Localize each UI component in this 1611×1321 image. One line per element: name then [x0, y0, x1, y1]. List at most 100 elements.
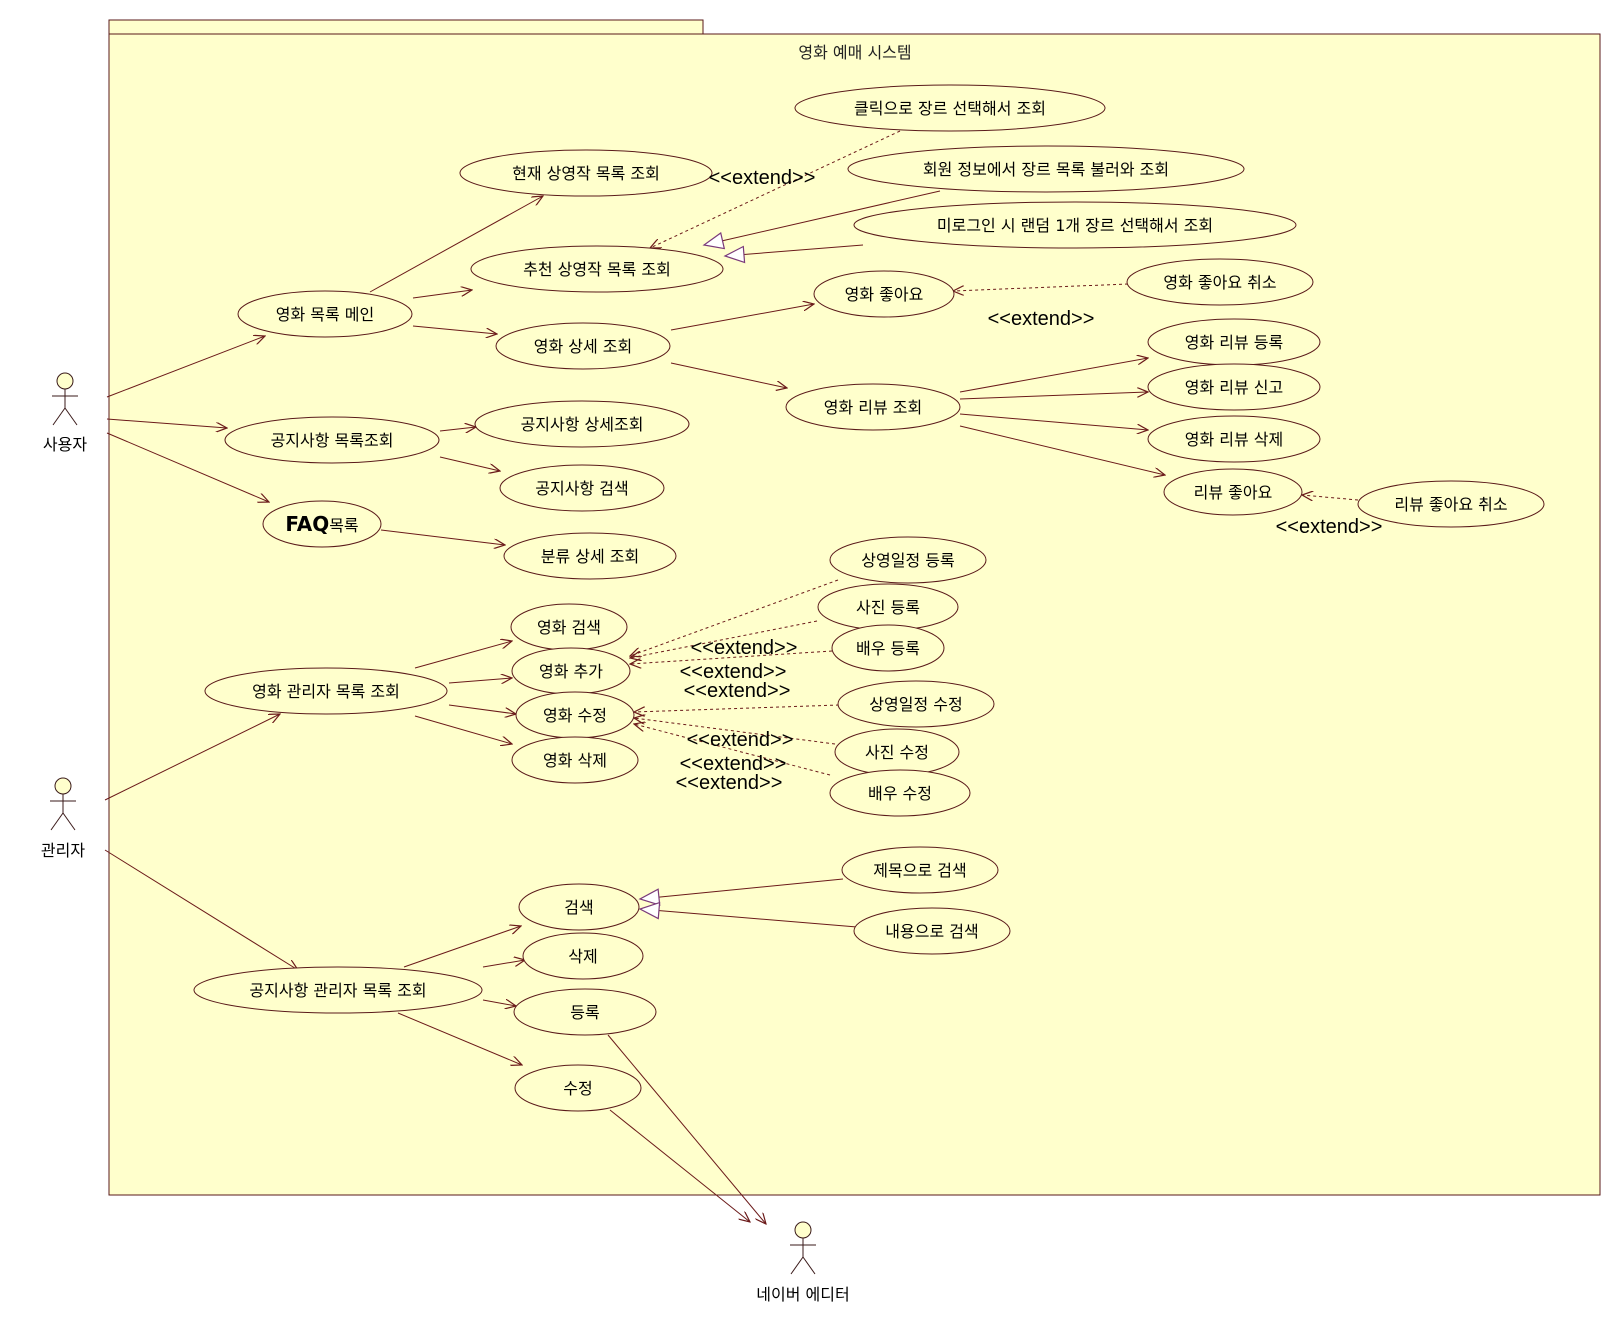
uc-schedule-edit[interactable]: 상영일정 수정	[837, 680, 995, 728]
svg-text:영화 좋아요 취소: 영화 좋아요 취소	[1163, 273, 1276, 292]
actor-head	[54, 777, 72, 795]
uc-current-list[interactable]: 현재 상영작 목록 조회	[459, 149, 713, 197]
svg-text:추천 상영작 목록 조회: 추천 상영작 목록 조회	[523, 260, 671, 279]
uc-review-view[interactable]: 영화 리뷰 조회	[785, 383, 961, 431]
svg-text:상영일정 수정: 상영일정 수정	[869, 695, 962, 714]
uc-movie-main[interactable]: 영화 목록 메인	[237, 290, 413, 338]
use-cases: 클릭으로 장르 선택해서 조회 현재 상영작 목록 조회 회원 정보에서 장르 …	[193, 84, 1545, 1112]
uc-movie-detail[interactable]: 영화 상세 조회	[495, 322, 671, 370]
associations	[104, 196, 1165, 1224]
actor-label: 사용자	[43, 435, 87, 454]
uc-member-genre[interactable]: 회원 정보에서 장르 목록 불러와 조회	[847, 145, 1245, 193]
extend-label: <<extend>>	[988, 308, 1095, 330]
uc-movie-delete[interactable]: 영화 삭제	[511, 736, 639, 784]
svg-text:등록: 등록	[570, 1003, 599, 1022]
uc-review-delete[interactable]: 영화 리뷰 삭제	[1147, 415, 1321, 463]
svg-text:공지사항 목록조회: 공지사항 목록조회	[271, 431, 394, 450]
svg-text:영화 리뷰 등록: 영화 리뷰 등록	[1185, 333, 1284, 352]
svg-text:영화 목록 메인: 영화 목록 메인	[276, 305, 375, 324]
svg-text:수정: 수정	[563, 1079, 592, 1098]
uc-review-register[interactable]: 영화 리뷰 등록	[1147, 318, 1321, 366]
stereotype-labels: <<extend>> <<extend>> <<extend>> <<exten…	[676, 167, 1383, 794]
uc-notice-list[interactable]: 공지사항 목록조회	[224, 416, 440, 464]
uc-movie-like-cancel[interactable]: 영화 좋아요 취소	[1126, 258, 1314, 306]
actor-naver-editor[interactable]: 네이버 에디터	[756, 1221, 850, 1304]
uc-photo-edit[interactable]: 사진 수정	[834, 728, 960, 776]
svg-text:클릭으로 장르 선택해서 조회: 클릭으로 장르 선택해서 조회	[854, 99, 1046, 118]
svg-text:영화 추가: 영화 추가	[539, 662, 603, 681]
uc-movie-edit[interactable]: 영화 수정	[515, 691, 635, 739]
uc-genre-click[interactable]: 클릭으로 장르 선택해서 조회	[794, 84, 1106, 132]
svg-text:미로그인 시 랜덤 1개 장르 선택해서 조회: 미로그인 시 랜덤 1개 장르 선택해서 조회	[937, 216, 1213, 235]
extend-label: <<extend>>	[691, 637, 798, 659]
svg-text:공지사항 관리자 목록 조회: 공지사항 관리자 목록 조회	[249, 981, 426, 1000]
uc-search[interactable]: 검색	[518, 883, 640, 931]
svg-text:영화 리뷰 신고: 영화 리뷰 신고	[1185, 378, 1284, 397]
svg-text:공지사항 상세조회: 공지사항 상세조회	[521, 415, 644, 434]
uc-schedule-register[interactable]: 상영일정 등록	[829, 536, 987, 584]
uc-review-like-cancel[interactable]: 리뷰 좋아요 취소	[1357, 480, 1545, 528]
uc-review-report[interactable]: 영화 리뷰 신고	[1147, 363, 1321, 411]
svg-text:검색: 검색	[564, 898, 593, 917]
uc-movie-search[interactable]: 영화 검색	[510, 603, 628, 651]
extend-label: <<extend>>	[1276, 516, 1383, 538]
actor-label: 관리자	[41, 841, 85, 860]
uc-faq-list[interactable]: FAQ목록	[262, 500, 382, 548]
svg-text:영화 삭제: 영화 삭제	[543, 751, 607, 770]
svg-text:배우 등록: 배우 등록	[856, 639, 920, 658]
uc-edit[interactable]: 수정	[514, 1064, 642, 1112]
svg-text:상영일정 등록: 상영일정 등록	[861, 551, 954, 570]
svg-text:영화 좋아요: 영화 좋아요	[845, 285, 924, 304]
svg-text:내용으로 검색: 내용으로 검색	[885, 922, 978, 941]
faq-rest: 목록	[329, 516, 358, 535]
uc-register[interactable]: 등록	[513, 988, 657, 1036]
uc-actor-register[interactable]: 배우 등록	[831, 624, 945, 672]
svg-text:영화 수정: 영화 수정	[543, 706, 607, 725]
uc-delete[interactable]: 삭제	[522, 932, 644, 980]
extend-label: <<extend>>	[676, 772, 783, 794]
svg-text:분류 상세 조회: 분류 상세 조회	[541, 547, 640, 566]
uc-category-detail[interactable]: 분류 상세 조회	[503, 532, 677, 580]
actor-head	[794, 1221, 812, 1239]
extend-label: <<extend>>	[680, 753, 787, 775]
actor-user[interactable]: 사용자	[43, 372, 87, 454]
extend-label: <<extend>>	[687, 729, 794, 751]
svg-text:현재 상영작 목록 조회: 현재 상영작 목록 조회	[512, 164, 660, 183]
svg-text:회원 정보에서 장르 목록 불러와 조회: 회원 정보에서 장르 목록 불러와 조회	[923, 160, 1169, 179]
svg-text:영화 상세 조회: 영화 상세 조회	[534, 337, 633, 356]
uc-notice-detail[interactable]: 공지사항 상세조회	[474, 400, 690, 448]
uc-movie-add[interactable]: 영화 추가	[511, 647, 631, 695]
extend-label: <<extend>>	[680, 661, 787, 683]
svg-text:리뷰 좋아요 취소: 리뷰 좋아요 취소	[1394, 495, 1507, 514]
svg-text:사진 수정: 사진 수정	[865, 743, 929, 762]
svg-text:사진 등록: 사진 등록	[856, 598, 920, 617]
svg-text:공지사항 검색: 공지사항 검색	[535, 479, 628, 498]
svg-text:영화 검색: 영화 검색	[537, 618, 601, 637]
faq-bold: FAQ	[285, 512, 329, 536]
uc-content-search[interactable]: 내용으로 검색	[853, 907, 1011, 955]
uc-movie-admin-list[interactable]: 영화 관리자 목록 조회	[204, 667, 448, 715]
actor-head	[56, 372, 74, 390]
svg-text:제목으로 검색: 제목으로 검색	[873, 861, 966, 880]
uc-notice-search[interactable]: 공지사항 검색	[499, 464, 665, 512]
uc-title-search[interactable]: 제목으로 검색	[841, 846, 999, 894]
svg-text:영화 리뷰 삭제: 영화 리뷰 삭제	[1185, 430, 1284, 449]
svg-text:삭제: 삭제	[568, 947, 597, 966]
svg-text:영화 리뷰 조회: 영화 리뷰 조회	[824, 398, 923, 417]
uc-movie-like[interactable]: 영화 좋아요	[813, 270, 955, 318]
system-title: 영화 예매 시스템	[798, 43, 911, 62]
extend-label: <<extend>>	[709, 167, 816, 189]
actor-label: 네이버 에디터	[756, 1285, 849, 1304]
uc-guest-random[interactable]: 미로그인 시 랜덤 1개 장르 선택해서 조회	[853, 201, 1297, 249]
svg-text:리뷰 좋아요: 리뷰 좋아요	[1194, 483, 1273, 502]
actor-admin[interactable]: 관리자	[41, 777, 85, 860]
svg-text:영화 관리자 목록 조회: 영화 관리자 목록 조회	[252, 682, 400, 701]
uc-recommend-list[interactable]: 추천 상영작 목록 조회	[470, 245, 724, 293]
extend-label: <<extend>>	[684, 680, 791, 702]
uc-review-like[interactable]: 리뷰 좋아요	[1163, 468, 1303, 516]
uc-actor-edit[interactable]: 배우 수정	[829, 769, 971, 817]
uc-photo-register[interactable]: 사진 등록	[817, 583, 959, 631]
uc-notice-admin-list[interactable]: 공지사항 관리자 목록 조회	[193, 966, 483, 1014]
svg-text:FAQ목록: FAQ목록	[285, 512, 358, 536]
